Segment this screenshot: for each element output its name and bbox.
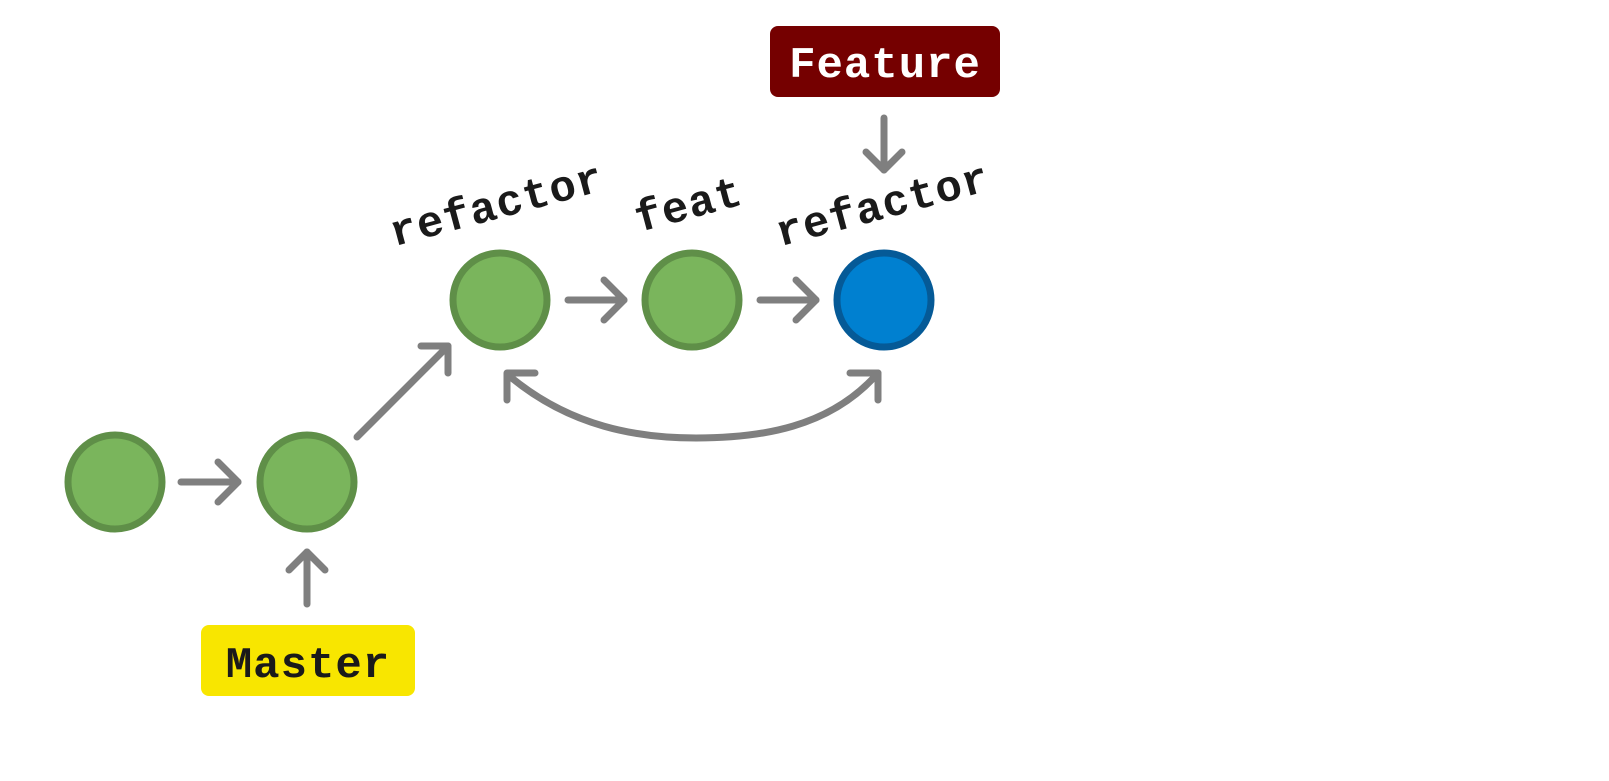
master-branch-badge: [201, 625, 415, 696]
commit-node: [64, 431, 166, 533]
branch-feature: Feature: [770, 26, 1000, 97]
edge-arrow-c5-c3-curved: [503, 369, 882, 442]
feature-branch-badge: [770, 26, 1000, 97]
edge-arrow-c3-c4: [564, 276, 628, 324]
commit-node: [641, 249, 743, 351]
commit-label: refactor: [385, 155, 610, 260]
master-pointer-arrow: [285, 548, 329, 608]
edges: [177, 114, 906, 608]
feature-branch-label: Feature: [789, 41, 981, 91]
commit-label: feat: [630, 169, 749, 246]
commit-labels: refactor feat refactor: [385, 155, 996, 260]
feature-pointer-arrow: [862, 114, 906, 174]
commit-node-head: [833, 249, 935, 351]
commits: [64, 249, 935, 533]
edge-arrow-c1-c2: [177, 458, 242, 506]
commit-node: [449, 249, 551, 351]
master-branch-label: Master: [226, 641, 390, 691]
commit-node: [256, 431, 358, 533]
edge-arrow-c4-c5: [756, 276, 820, 324]
branch-master: Master: [201, 625, 415, 696]
edge-arrow-c2-c3: [353, 342, 452, 441]
